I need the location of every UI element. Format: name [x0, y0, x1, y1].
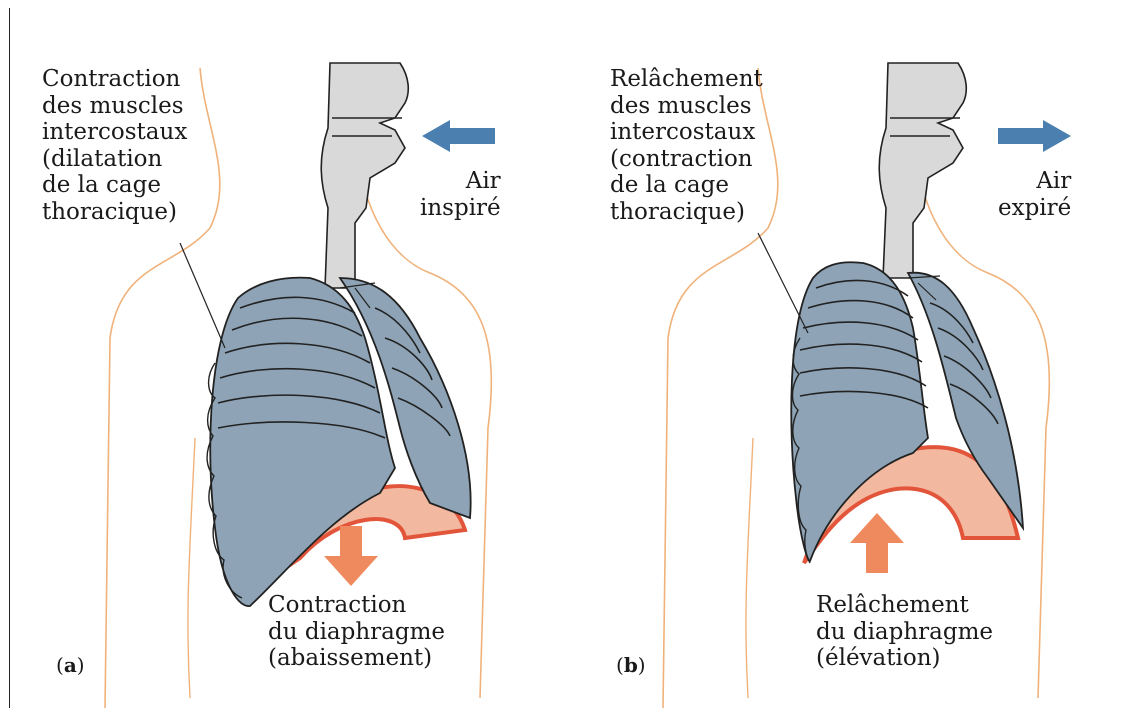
air-exhale-arrow: [998, 120, 1071, 152]
diaphragm-down-arrow: [324, 526, 378, 586]
panel-a-inspiration: Contraction des muscles intercostaux (di…: [10, 8, 570, 708]
panel-b-expiration: Relâchement des muscles intercostaux (co…: [568, 8, 1128, 708]
air-label-b: Air expiré: [998, 168, 1071, 221]
air-inhale-arrow: [422, 120, 495, 152]
diaphragm-label-a: Contraction du diaphragme (abaissement): [268, 592, 445, 672]
pointer-line: [758, 233, 808, 333]
diaphragm-label-b: Relâchement du diaphragme (élévation): [816, 592, 993, 672]
diaphragm-up-arrow: [850, 513, 904, 573]
air-label-a: Air inspiré: [420, 168, 501, 221]
panel-tag-b: (b): [616, 653, 646, 677]
body-outline: [746, 438, 753, 698]
muscle-label-b: Relâchement des muscles intercostaux (co…: [610, 66, 763, 225]
body-outline: [188, 438, 195, 698]
head-airway: [321, 63, 408, 288]
muscle-label-a: Contraction des muscles intercostaux (di…: [42, 66, 187, 225]
pointer-line: [180, 243, 225, 348]
head-airway: [879, 63, 966, 278]
panel-tag-a: (a): [56, 653, 85, 677]
